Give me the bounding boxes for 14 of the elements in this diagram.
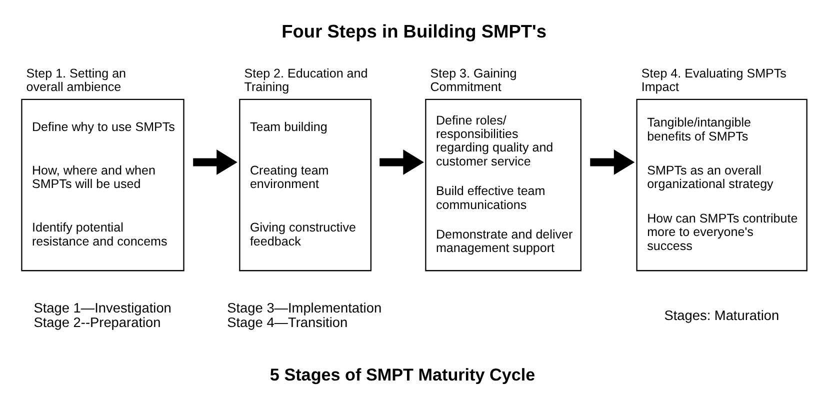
label: Stage 4—Transition [227, 314, 348, 330]
arrow [193, 148, 238, 174]
caption: 5 Stages of SMPT Maturity Cycle [270, 365, 536, 384]
label: Stages: Maturation [664, 307, 780, 322]
arrow [380, 148, 424, 174]
label: Stage 2--Preparation [34, 314, 161, 330]
node-label: Step 4. Evaluating SMPTs Impact [641, 66, 786, 94]
node-label: Step 3. Gaining Commitment [430, 66, 517, 94]
node-label: Step 2. Education and Training [244, 66, 368, 94]
arrow [590, 148, 635, 174]
label: Stage 1—Investigation [34, 300, 172, 315]
node-label: Step 1. Setting an overall ambience [26, 66, 126, 94]
diagram-title: Four Steps in Building SMPT's [282, 20, 547, 42]
label: Stage 3—Implementation [227, 300, 382, 315]
